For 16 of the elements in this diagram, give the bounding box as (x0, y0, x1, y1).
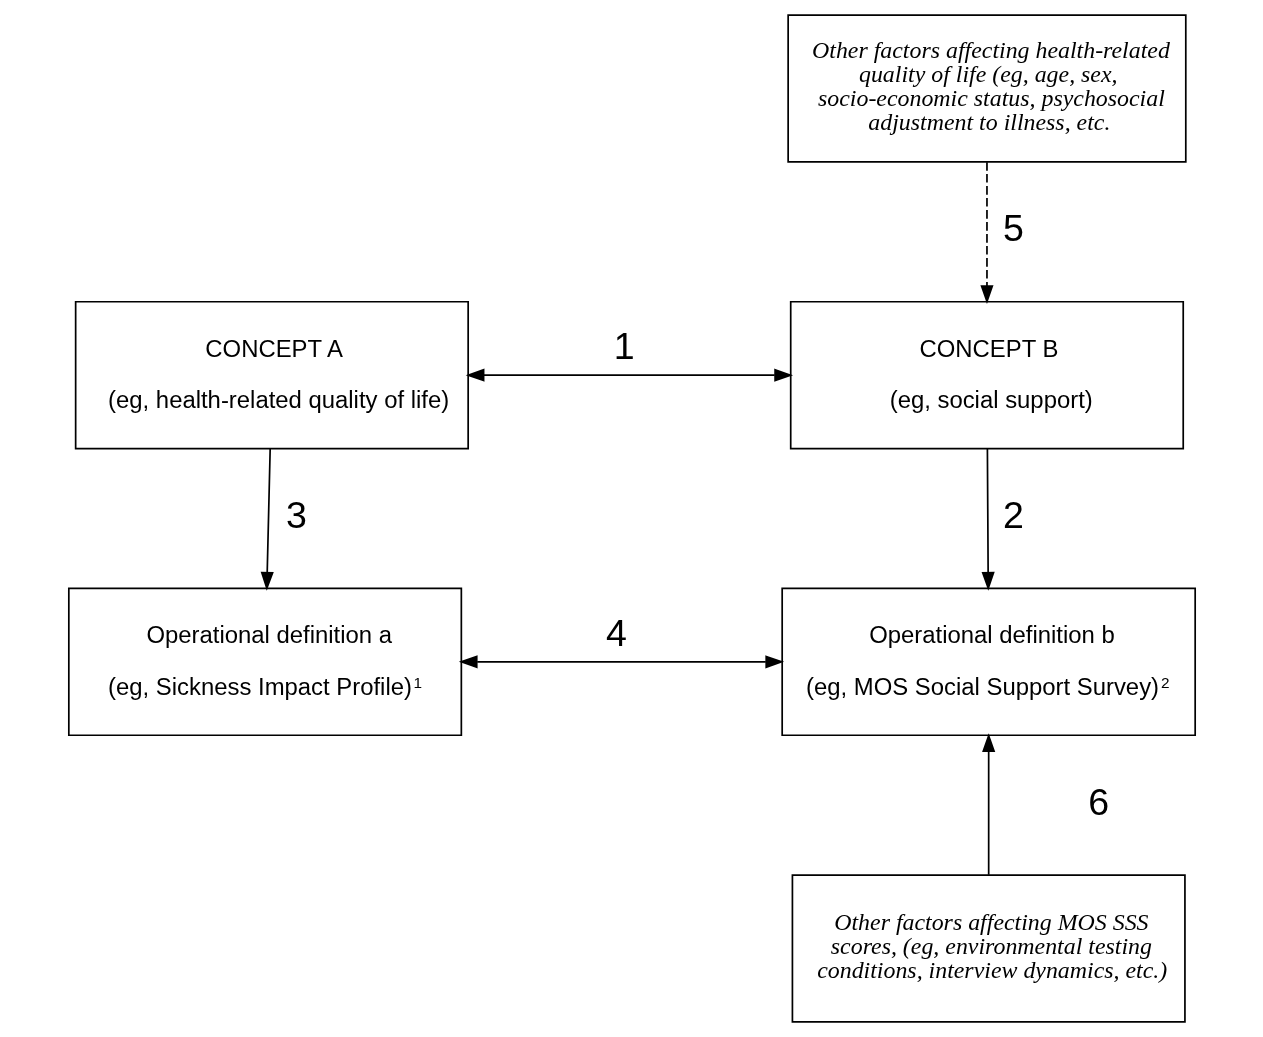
arrow (465, 368, 793, 382)
arrow (260, 448, 274, 591)
node-box: CONCEPT B (eg, social support) (789, 300, 1184, 450)
edge-label: 4 (605, 611, 627, 654)
arrow (981, 733, 995, 876)
node-box: Other factors affecting health-related quality of life (eg, age, sex, socio-economic status, psychosocial adjustment to illness, etc. (786, 14, 1187, 163)
edge-label: 2 (1002, 494, 1024, 537)
edge-label: 3 (285, 494, 307, 537)
edge-label: 5 (1002, 207, 1024, 250)
node-box: Other factors affecting MOS SSS scores, (eg, environmental testing conditions, interview dynamics, etc.) (791, 874, 1186, 1023)
arrow (458, 655, 784, 669)
edge-label: 1 (613, 325, 635, 368)
edge-label: 6 (1087, 780, 1109, 823)
node-box: CONCEPT A (eg, health-related quality of life) (74, 300, 469, 450)
arrow (979, 161, 994, 304)
arrow (981, 448, 995, 591)
